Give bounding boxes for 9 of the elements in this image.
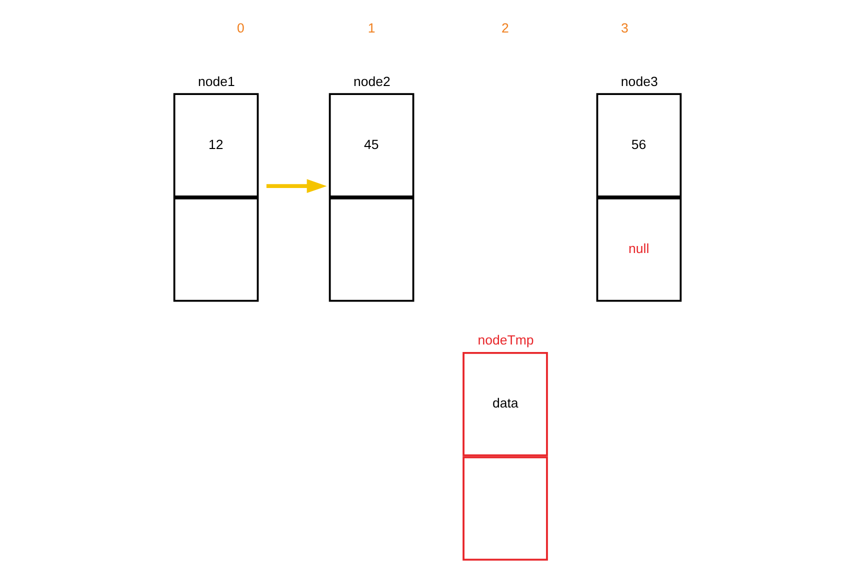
node-label: nodeTmp <box>478 332 534 348</box>
label: 0 <box>237 20 244 36</box>
label: 3 <box>621 20 628 36</box>
node-label: node2 <box>354 74 390 89</box>
label: 1 <box>368 20 376 36</box>
node-label: node1 <box>198 74 235 89</box>
label: 2 <box>502 20 509 36</box>
node-label: node3 <box>620 74 658 89</box>
arrow <box>266 179 327 194</box>
